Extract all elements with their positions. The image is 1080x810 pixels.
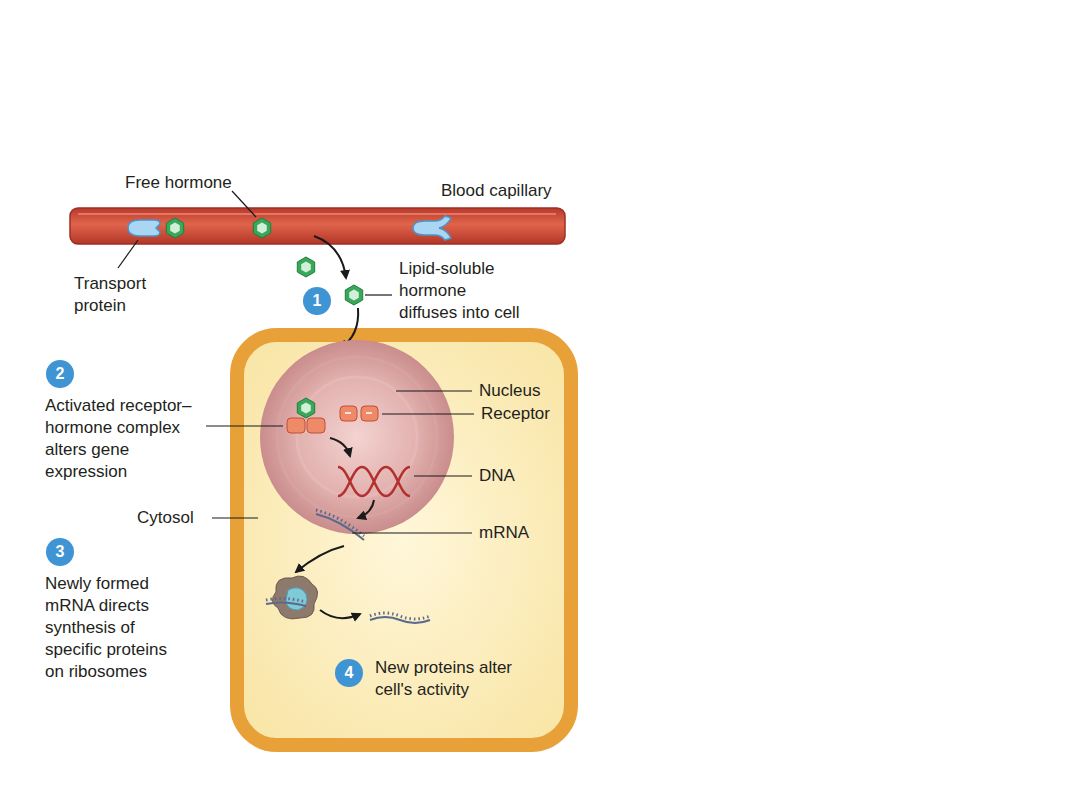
flow-arrow <box>314 236 346 278</box>
blood-capillary <box>70 208 565 244</box>
leader-line <box>232 191 256 217</box>
part-label: Transport protein <box>74 273 164 317</box>
protein-residues <box>370 613 430 619</box>
step-caption: Activated receptor–hormone complex alter… <box>45 395 197 483</box>
new-protein <box>370 617 430 623</box>
label-text: New proteins alter cell's activity <box>375 658 512 699</box>
label-text: Blood capillary <box>441 181 552 200</box>
step-caption: Lipid-soluble hormone diffuses into cell <box>399 258 527 324</box>
label-text: DNA <box>479 466 515 485</box>
callout-number: 3 <box>56 544 65 560</box>
label-text: Newly formed mRNA directs synthesis of s… <box>45 574 167 681</box>
receptor-detail <box>345 412 372 414</box>
leader-line <box>118 240 138 268</box>
ribosome <box>272 576 317 619</box>
part-label: mRNA <box>479 522 529 544</box>
leader-line <box>365 294 392 295</box>
mrna-bases <box>266 598 306 602</box>
hormone <box>297 257 314 277</box>
part-label: Nucleus <box>479 380 540 402</box>
leader-line <box>212 517 258 518</box>
part-label: DNA <box>479 465 515 487</box>
free-hormone <box>253 218 270 238</box>
callout-circle: 1 <box>303 287 331 315</box>
mrna-bases <box>316 510 364 536</box>
flow-arrow <box>320 610 360 618</box>
part-label: Blood capillary <box>441 180 552 202</box>
receptor-complex <box>287 418 305 433</box>
receptor-complex <box>307 418 325 433</box>
label-text: Transport protein <box>74 274 146 315</box>
label-text: Activated receptor–hormone complex alter… <box>45 396 191 481</box>
callout-circle: 3 <box>46 538 74 566</box>
target-cell <box>237 335 571 745</box>
flow-arrow <box>358 500 374 518</box>
part-label: Receptor <box>481 403 550 425</box>
dna-strand <box>338 467 410 496</box>
leader-line <box>414 475 472 476</box>
callout-circle: 4 <box>335 659 363 687</box>
leader-line <box>352 532 472 533</box>
flow-arrow <box>330 438 350 456</box>
capillary-highlight <box>78 213 556 215</box>
label-text: mRNA <box>479 523 529 542</box>
dna-strand <box>338 467 410 496</box>
label-text: Free hormone <box>125 173 232 192</box>
transport-protein <box>128 220 160 236</box>
callout-number: 2 <box>56 366 65 382</box>
leader-line <box>382 413 474 414</box>
bound-hormone <box>166 218 183 238</box>
nucleus-ring <box>277 357 437 517</box>
leader-line <box>396 390 472 391</box>
nucleus-ring <box>297 377 417 497</box>
part-label: Cytosol <box>137 507 194 529</box>
step-caption: Newly formed mRNA directs synthesis of s… <box>45 573 180 683</box>
label-text: Nucleus <box>479 381 540 400</box>
label-text: Cytosol <box>137 508 194 527</box>
callout-number: 4 <box>345 665 354 681</box>
part-label: Free hormone <box>125 172 232 194</box>
nucleus <box>260 340 454 534</box>
label-text: Receptor <box>481 404 550 423</box>
leader-line <box>206 425 283 426</box>
callout-number: 1 <box>313 293 322 309</box>
bound-hormone <box>297 398 314 418</box>
transport-protein <box>413 216 451 240</box>
flow-arrow <box>296 546 344 572</box>
callout-circle: 2 <box>46 360 74 388</box>
mrna-strand <box>266 602 306 606</box>
step-caption: New proteins alter cell's activity <box>375 657 525 701</box>
label-text: Lipid-soluble hormone diffuses into cell <box>399 259 520 322</box>
mrna-strand <box>316 514 364 540</box>
hormone <box>345 285 362 305</box>
